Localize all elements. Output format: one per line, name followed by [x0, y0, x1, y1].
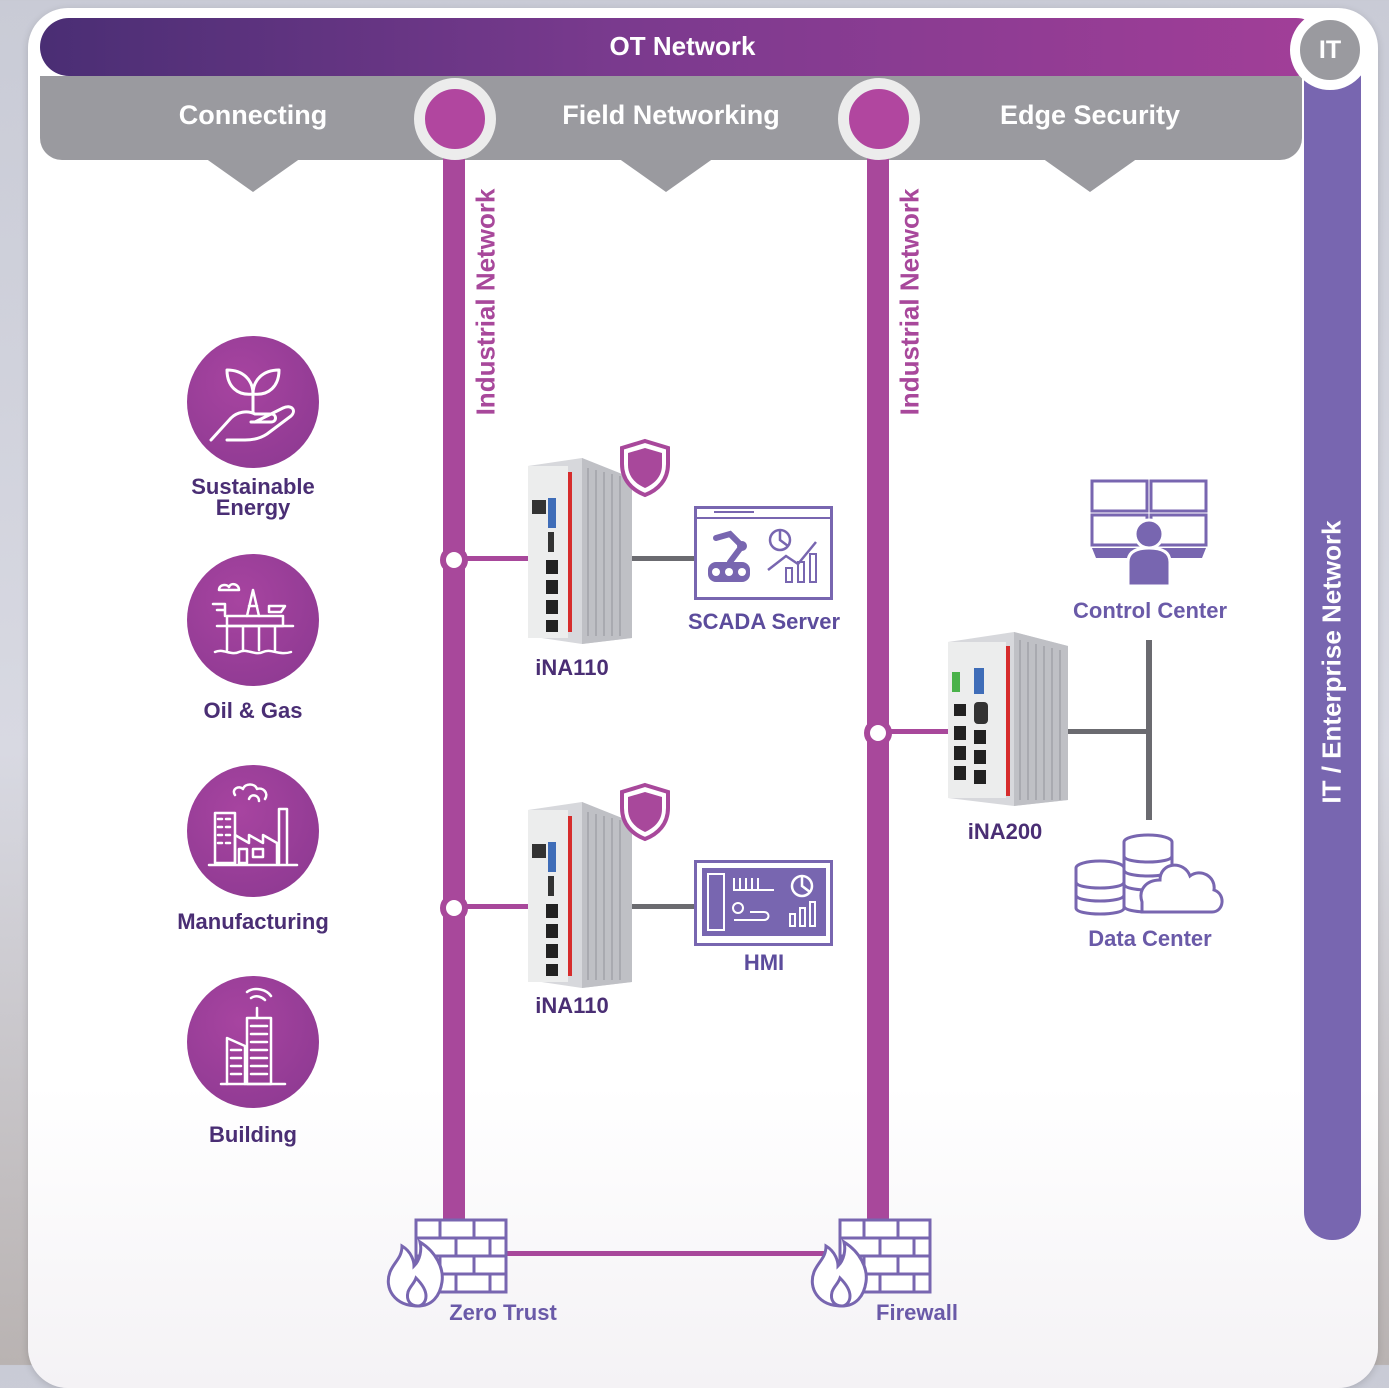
ot-network-header: OT Network: [40, 18, 1325, 76]
it-enterprise-label: IT / Enterprise Network: [1316, 520, 1347, 804]
connector-vertical: [1146, 640, 1152, 820]
segment-edge-security: Edge Security: [999, 100, 1181, 130]
connector: [1066, 729, 1151, 734]
it-badge: IT: [1290, 10, 1370, 90]
data-center-label: Data Center: [1088, 926, 1212, 951]
category-sustainable-energy: [187, 336, 319, 468]
segment-pointer: [1042, 158, 1138, 192]
diagram-card: [28, 8, 1378, 1388]
category-manufacturing: [187, 765, 319, 897]
line-node-right: [838, 78, 920, 160]
zero-trust-label: Zero Trust: [449, 1300, 557, 1325]
security-link: [505, 1251, 825, 1256]
device-label-ina110: iNA110: [535, 993, 609, 1018]
segment-connecting: Connecting: [178, 100, 328, 130]
industrial-network-label-left: Industrial Network: [470, 188, 501, 416]
category-label: Manufacturing: [153, 909, 353, 934]
connector: [889, 729, 949, 734]
segment-band: [40, 76, 1302, 160]
factory-icon: [207, 783, 299, 867]
zero-trust-firewall-icon: [386, 1218, 508, 1308]
connector: [465, 556, 530, 561]
data-center-icon: [1074, 833, 1224, 916]
it-enterprise-bar: [1304, 50, 1361, 1240]
control-center-icon: [1090, 479, 1208, 588]
hub-node: [440, 546, 468, 574]
hub-node: [440, 894, 468, 922]
category-label-line: Manufacturing: [177, 909, 329, 934]
industrial-network-line-left: [443, 150, 465, 1225]
category-oil-gas: [187, 554, 319, 686]
category-label: Building: [153, 1122, 353, 1147]
building-icon: [219, 987, 287, 1086]
oil-rig-icon: [211, 582, 295, 655]
category-label: Oil & Gas: [153, 698, 353, 723]
category-label-line: Building: [209, 1122, 297, 1147]
firewall-icon: [810, 1218, 932, 1308]
scada-server-label: SCADA Server: [687, 609, 841, 634]
category-label-line: Energy: [215, 495, 291, 520]
category-label: Sustainable Energy: [153, 474, 353, 520]
control-center-label: Control Center: [1073, 598, 1227, 623]
hmi-label: HMI: [743, 950, 785, 975]
shield-icon: [620, 438, 670, 498]
plant-hand-icon: [209, 368, 295, 442]
ina110-device: [528, 458, 632, 644]
industrial-network-label-right: Industrial Network: [894, 188, 925, 416]
shield-icon: [620, 782, 670, 842]
ina110-device: [528, 802, 632, 988]
firewall-label: Firewall: [876, 1300, 958, 1325]
industrial-network-line-right: [867, 150, 889, 1225]
category-label-line: Sustainable: [191, 474, 315, 499]
line-node-left: [414, 78, 496, 160]
scada-server-icon: [694, 506, 833, 600]
connector: [630, 556, 695, 561]
connector: [465, 904, 530, 909]
segment-pointer: [205, 158, 301, 192]
category-building: [187, 976, 319, 1108]
connector: [630, 904, 695, 909]
category-label-line: Oil & Gas: [203, 698, 303, 723]
segment-field-networking: Field Networking: [562, 100, 780, 130]
hub-node: [864, 719, 892, 747]
hmi-icon: [694, 860, 833, 946]
ina200-device: [948, 632, 1068, 806]
segment-pointer: [618, 158, 714, 192]
device-label-ina200: iNA200: [967, 819, 1043, 844]
device-label-ina110: iNA110: [535, 655, 609, 680]
